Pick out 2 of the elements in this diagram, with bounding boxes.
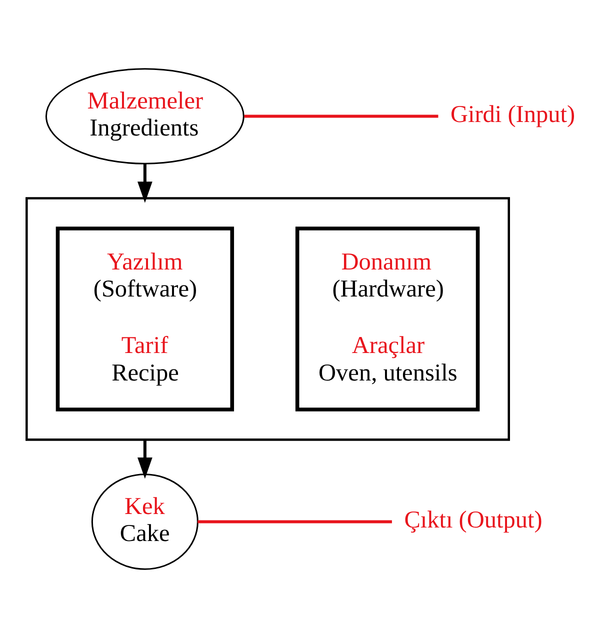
node-text: Çıktı (Output): [404, 506, 542, 534]
node-text: Girdi (Input): [450, 100, 576, 128]
